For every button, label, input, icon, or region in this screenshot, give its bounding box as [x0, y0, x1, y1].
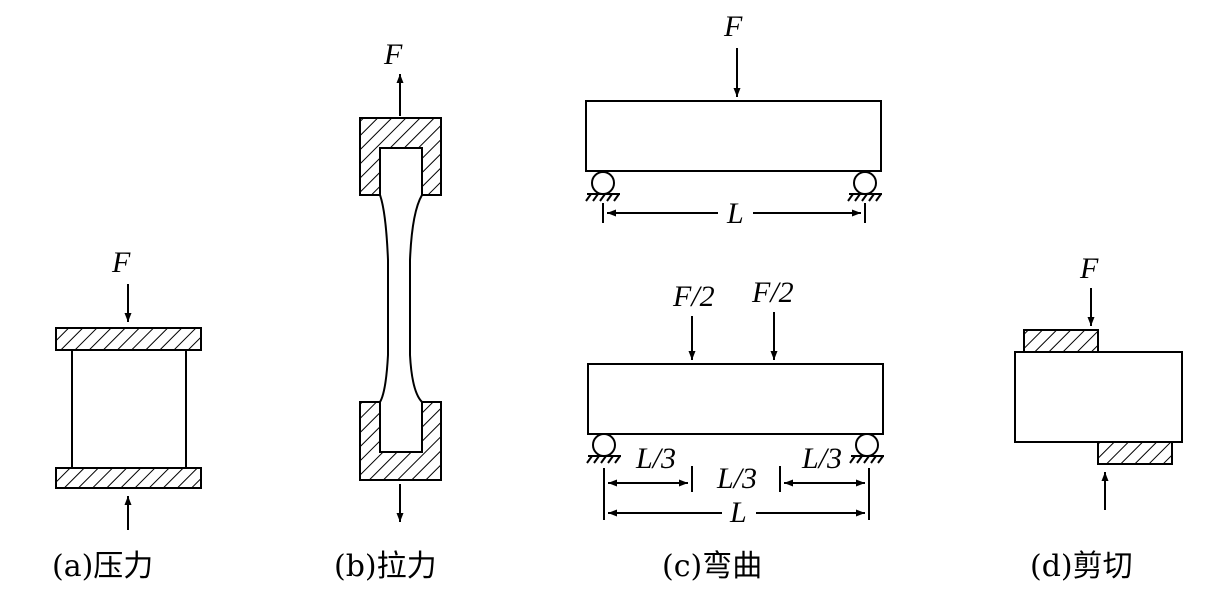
- panel-b-caption: (b)拉力: [334, 549, 437, 584]
- panel-c-bottom-left-ground: [586, 455, 621, 464]
- panel-a-force-label: F: [111, 246, 131, 279]
- panel-c-top-left-roller: [591, 171, 615, 195]
- panel-d-specimen: [1014, 351, 1183, 443]
- panel-c-third-right-label: L/3: [801, 442, 842, 475]
- panel-d-shear: F (d)剪切: [1014, 252, 1183, 584]
- panel-d-bottom-blade: [1097, 441, 1173, 465]
- panel-d-force-label: F: [1079, 252, 1099, 285]
- panel-c-top-force-label: F: [723, 10, 743, 43]
- panel-c-bottom-left-roller: [592, 433, 616, 457]
- panel-b-force-label: F: [383, 38, 403, 71]
- panel-c-right-force-label: F/2: [751, 276, 794, 309]
- panel-c-bottom-beam: [587, 363, 884, 435]
- panel-a-caption: (a)压力: [52, 549, 153, 584]
- panel-a-specimen: [71, 349, 187, 469]
- panel-c-third-mid-label: L/3: [716, 462, 757, 495]
- panel-d-top-blade: [1023, 329, 1099, 353]
- panel-c-top-beam: [585, 100, 882, 172]
- panel-b-bottom-grip: [359, 401, 442, 481]
- panel-b-tension: F (b)拉力: [334, 38, 442, 584]
- panel-a-top-platen: [55, 327, 202, 351]
- panel-c-bottom-span-label: L: [729, 496, 747, 529]
- panel-c-left-force-label: F/2: [672, 280, 715, 313]
- panel-c-four-point-bending: F/2 F/2 L/3 L/3 L/3 L: [586, 276, 884, 584]
- panel-c-top-span-label: L: [726, 197, 744, 230]
- panel-d-caption: (d)剪切: [1030, 549, 1133, 584]
- panel-c-top-right-ground: [847, 193, 882, 202]
- panel-c-bottom-right-roller: [855, 433, 879, 457]
- panel-a-bottom-platen: [55, 467, 202, 489]
- panel-c-top-right-roller: [853, 171, 877, 195]
- panel-a-compression: F (a)压力: [52, 246, 202, 584]
- panel-b-top-grip: [359, 117, 442, 196]
- panel-c-bottom-right-ground: [849, 455, 884, 464]
- panel-c-top-left-ground: [585, 193, 620, 202]
- panel-c-three-point-bending: F L: [585, 10, 882, 230]
- panel-c-third-left-label: L/3: [635, 442, 676, 475]
- panel-b-dogbone-specimen: [379, 147, 423, 453]
- panel-c-caption: (c)弯曲: [662, 549, 762, 584]
